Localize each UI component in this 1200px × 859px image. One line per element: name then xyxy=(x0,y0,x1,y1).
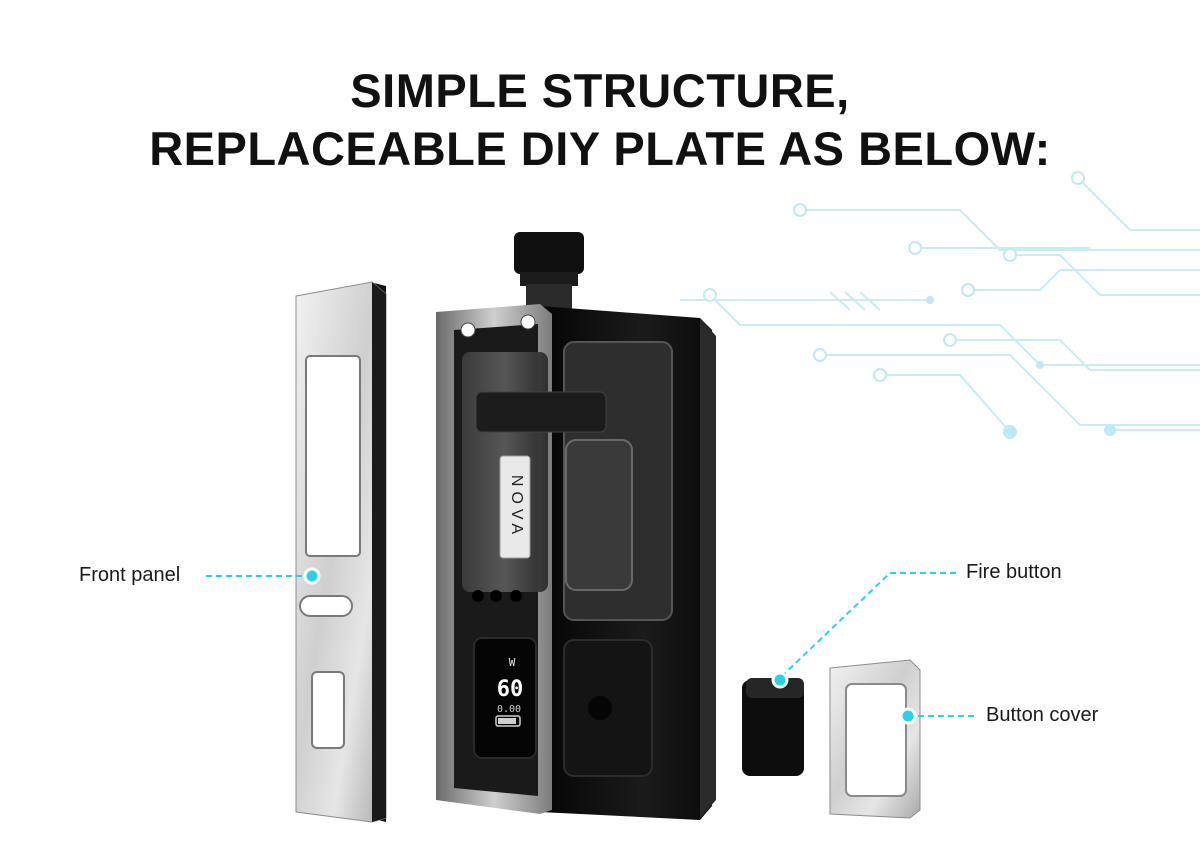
brand-badge-text: NOVA xyxy=(508,475,525,539)
title-line-1: SIMPLE STRUCTURE, xyxy=(350,64,850,117)
screen-unit-text: W xyxy=(509,656,516,669)
screen-wattage-text: 60 xyxy=(497,677,524,702)
page-title: SIMPLE STRUCTURE, REPLACEABLE DIY PLATE … xyxy=(0,62,1200,178)
front-panel xyxy=(295,281,387,823)
fire-button-label: Fire button xyxy=(966,561,1062,583)
circuit-decoration xyxy=(680,177,1200,433)
callout-dots xyxy=(303,567,917,725)
button-cover-label: Button cover xyxy=(986,704,1099,726)
screen-resistance-text: 0.00 xyxy=(497,704,521,715)
front-panel-label: Front panel xyxy=(79,564,181,586)
fire-button-part xyxy=(742,678,804,776)
device-body xyxy=(436,232,716,820)
button-cover-part xyxy=(829,659,921,819)
circuit-nodes xyxy=(703,171,1085,382)
title-line-2: REPLACEABLE DIY PLATE AS BELOW: xyxy=(149,122,1051,175)
callout-lines xyxy=(206,572,976,717)
circuit-dots xyxy=(926,296,1116,439)
